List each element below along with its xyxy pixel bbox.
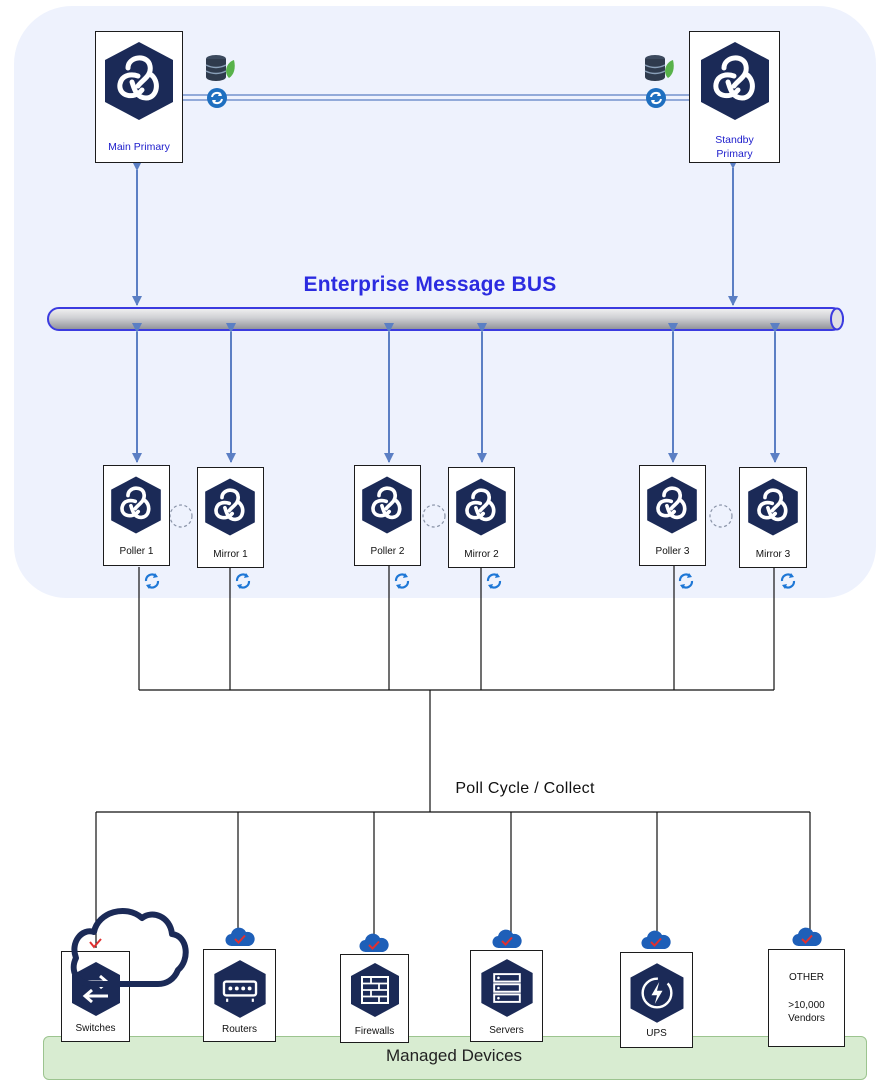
poller-1-label: Poller 1	[119, 546, 154, 557]
standby-primary-node[interactable]: Standby Primary	[689, 31, 780, 163]
platform-logo-icon	[105, 42, 173, 120]
other-vendors: Vendors	[788, 1013, 825, 1024]
main-primary-label: Main Primary	[108, 141, 170, 153]
platform-logo-icon	[748, 478, 798, 536]
servers-label: Servers	[489, 1025, 524, 1036]
firewalls-node[interactable]: Firewalls	[340, 954, 409, 1043]
ups-node[interactable]: UPS	[620, 952, 693, 1048]
database-icon	[644, 55, 674, 81]
cloud-check-icon	[792, 927, 822, 947]
message-bus-pipe	[47, 307, 844, 331]
ups-label: UPS	[646, 1028, 667, 1039]
cloud-outline-icon	[70, 907, 189, 987]
poll-sync-icon	[235, 573, 251, 589]
standby-primary-label-line1: Standby	[715, 134, 754, 146]
poller-3-label: Poller 3	[655, 546, 690, 557]
cloud-check-icon	[492, 929, 522, 949]
routers-label: Routers	[221, 1024, 257, 1035]
poller-2-label: Poller 2	[370, 546, 405, 557]
platform-logo-icon	[456, 478, 506, 536]
cloud-check-icon	[359, 933, 389, 953]
sync-icon	[207, 88, 227, 108]
cloud-check-icon	[225, 927, 255, 947]
switches-label: Switches	[75, 1023, 116, 1034]
poll-sync-icon	[486, 573, 502, 589]
mirror-3-label: Mirror 3	[755, 549, 791, 560]
poller-2-node[interactable]: Poller 2	[354, 465, 421, 566]
platform-logo-icon	[205, 478, 255, 536]
poll-cycle-label: Poll Cycle / Collect	[455, 780, 595, 797]
poll-sync-icon	[780, 573, 796, 589]
power-icon	[630, 963, 684, 1023]
database-icon	[205, 55, 235, 81]
firewall-icon	[351, 963, 399, 1017]
message-bus-title: Enterprise Message BUS	[303, 273, 557, 296]
sync-icon	[646, 88, 666, 108]
switches-node[interactable]: Switches	[61, 951, 130, 1042]
poll-sync-icon	[678, 573, 694, 589]
heartbeat-link-1	[169, 504, 193, 528]
servers-node[interactable]: Servers	[470, 950, 543, 1042]
platform-logo-icon	[701, 42, 769, 120]
other-count: >10,000	[788, 1000, 825, 1011]
platform-logo-icon	[362, 476, 412, 534]
heartbeat-link-2	[422, 504, 446, 528]
poller-3-node[interactable]: Poller 3	[639, 465, 706, 566]
collection-lines	[95, 566, 811, 948]
mirror-2-node[interactable]: Mirror 2	[448, 467, 515, 568]
mirror-1-label: Mirror 1	[213, 549, 248, 560]
standby-primary-label-line2: Primary	[716, 148, 753, 160]
cloud-check-icon	[641, 930, 671, 950]
poller-1-node[interactable]: Poller 1	[103, 465, 170, 566]
platform-logo-icon	[647, 476, 697, 534]
managed-devices-label: Managed Devices	[385, 1046, 523, 1065]
mirror-1-node[interactable]: Mirror 1	[197, 467, 264, 568]
server-icon	[481, 959, 533, 1017]
poll-sync-icon	[394, 573, 410, 589]
platform-logo-icon	[111, 476, 161, 534]
mirror-2-label: Mirror 2	[464, 549, 499, 560]
mirror-3-node[interactable]: Mirror 3	[739, 467, 807, 568]
routers-node[interactable]: Routers	[203, 949, 276, 1042]
firewalls-label: Firewalls	[354, 1026, 395, 1037]
managed-devices-bar	[43, 1036, 867, 1080]
main-primary-node[interactable]: Main Primary	[95, 31, 183, 163]
other-vendors-node[interactable]: OTHER >10,000 Vendors	[768, 949, 845, 1047]
other-title: OTHER	[789, 972, 824, 983]
heartbeat-link-3	[709, 504, 733, 528]
router-icon	[214, 960, 266, 1018]
poll-sync-icon	[144, 573, 160, 589]
message-bus-pipe-end	[830, 307, 844, 331]
